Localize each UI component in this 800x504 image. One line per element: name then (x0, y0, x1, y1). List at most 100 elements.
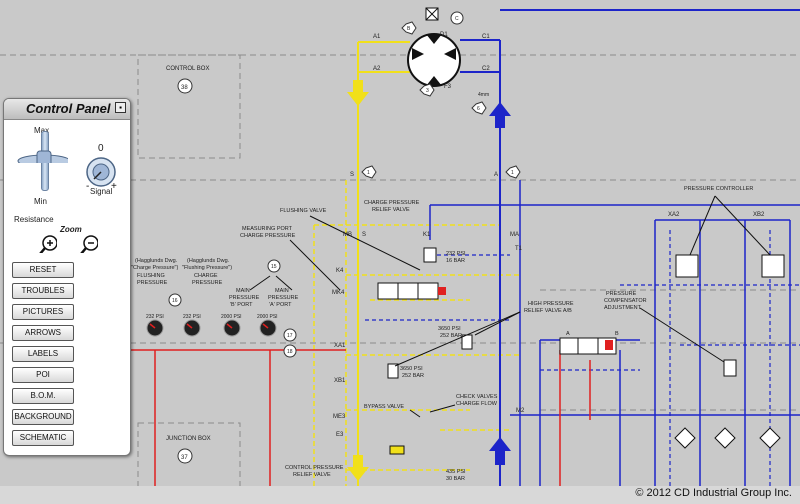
svg-text:MAIN: MAIN (236, 288, 250, 294)
svg-text:CHECK VALVES: CHECK VALVES (456, 394, 498, 400)
svg-text:252 BAR: 252 BAR (440, 333, 462, 339)
svg-text:XB1: XB1 (334, 378, 346, 384)
svg-text:2000 PSI: 2000 PSI (221, 314, 242, 320)
svg-text:C: C (455, 16, 459, 22)
charge-relief-valve-symbol (423, 247, 437, 263)
svg-text:MB: MB (343, 232, 352, 238)
svg-text:B: B (615, 331, 619, 337)
svg-text:A: A (566, 331, 570, 337)
reset-button[interactable]: RESET (12, 262, 74, 278)
directional-valve-symbol (559, 337, 617, 355)
svg-text:FLUSHING: FLUSHING (137, 273, 165, 279)
resistance-label: Resistance (14, 215, 54, 224)
flow-arrow-down (347, 80, 369, 106)
junction-box-number: 37 (181, 455, 188, 461)
svg-text:RELIEF VALVE A/B: RELIEF VALVE A/B (524, 308, 572, 314)
svg-text:S: S (350, 172, 354, 178)
max-label: Max (34, 126, 49, 135)
schematic-button[interactable]: SCHEMATIC (12, 430, 74, 446)
svg-text:M2: M2 (516, 408, 525, 414)
svg-text:A: A (494, 172, 498, 178)
svg-text:"Charge Pressure"): "Charge Pressure") (131, 265, 178, 271)
bom-button[interactable]: B.O.M. (12, 388, 74, 404)
svg-text:18: 18 (287, 349, 293, 355)
hp-relief-valve-symbol (461, 334, 473, 350)
svg-text:K1: K1 (423, 232, 431, 238)
svg-text:T1: T1 (515, 246, 523, 252)
hydraulic-motor (407, 7, 461, 87)
signal-knob[interactable]: + - (84, 155, 120, 191)
svg-text:4mm: 4mm (478, 92, 489, 98)
svg-text:6: 6 (477, 106, 480, 112)
svg-text:K4: K4 (336, 268, 344, 274)
svg-text:PRESSURE: PRESSURE (606, 291, 637, 297)
control-panel-header[interactable]: Control Panel ▪ (4, 99, 130, 120)
svg-text:CHARGE: CHARGE (194, 273, 218, 279)
control-box-label: CONTROL BOX (166, 66, 209, 72)
flow-arrow-down (347, 455, 369, 481)
svg-text:ME3: ME3 (333, 414, 346, 420)
svg-text:15: 15 (271, 264, 277, 270)
pressure-gauges (146, 319, 277, 337)
svg-text:(Hagglunds Dwg.: (Hagglunds Dwg. (135, 258, 178, 264)
svg-text:PRESSURE: PRESSURE (137, 280, 168, 286)
svg-text:PRESSURE: PRESSURE (268, 295, 299, 301)
svg-text:PRESSURE CONTROLLER: PRESSURE CONTROLLER (684, 186, 753, 192)
zoom-out-icon[interactable] (80, 235, 98, 253)
svg-text:CHARGE PRESSURE: CHARGE PRESSURE (364, 200, 420, 206)
svg-text:232 PSI: 232 PSI (183, 314, 201, 320)
svg-text:+: + (111, 181, 117, 191)
troubles-button[interactable]: TROUBLES (12, 283, 74, 299)
zoom-in-icon[interactable] (39, 235, 57, 253)
hp-relief-valve-symbol (387, 363, 399, 379)
svg-text:B: B (407, 26, 411, 32)
svg-text:-: - (86, 181, 89, 191)
svg-text:1: 1 (367, 170, 370, 176)
resistance-slider-handle[interactable] (16, 149, 68, 163)
svg-text:D1: D1 (440, 32, 448, 38)
control-panel: Control Panel ▪ Max Min 0 + - Signal Res… (3, 98, 131, 456)
flow-arrow-up (489, 437, 511, 465)
control-box-number: 38 (181, 85, 188, 91)
control-panel-title: Control Panel (26, 101, 111, 116)
pictures-button[interactable]: PICTURES (12, 304, 74, 320)
junction-box-label: JUNCTION BOX (166, 436, 211, 442)
flushing-valve-symbol (377, 282, 446, 300)
svg-text:MAIN: MAIN (275, 288, 289, 294)
minimize-icon[interactable]: ▪ (115, 102, 126, 113)
svg-text:CHARGE PRESSURE: CHARGE PRESSURE (240, 233, 296, 239)
background-button[interactable]: BACKGROUND (12, 409, 74, 425)
svg-text:BYPASS VALVE: BYPASS VALVE (364, 404, 404, 410)
copyright-text: © 2012 CD Industrial Group Inc. (635, 487, 792, 499)
svg-text:MA: MA (510, 232, 519, 238)
svg-text:ADJUSTMENT: ADJUSTMENT (604, 305, 642, 311)
labels-button[interactable]: LABELS (12, 346, 74, 362)
svg-text:'A' PORT: 'A' PORT (269, 302, 292, 308)
arrows-button[interactable]: ARROWS (12, 325, 74, 341)
svg-text:RELIEF VALVE: RELIEF VALVE (372, 207, 410, 213)
svg-text:A2: A2 (373, 66, 381, 72)
svg-text:3: 3 (426, 88, 429, 94)
svg-text:COMPENSATOR: COMPENSATOR (604, 298, 647, 304)
svg-text:3650 PSI: 3650 PSI (400, 366, 423, 372)
svg-text:XA2: XA2 (668, 212, 680, 218)
svg-text:MK4: MK4 (332, 290, 345, 296)
svg-text:435 PSI: 435 PSI (446, 469, 466, 475)
svg-text:"Flushing Pressure"): "Flushing Pressure") (182, 265, 232, 271)
svg-text:FLUSHING VALVE: FLUSHING VALVE (280, 208, 327, 214)
svg-text:XB2: XB2 (753, 212, 765, 218)
svg-text:XA1: XA1 (334, 343, 346, 349)
svg-text:(Hagglunds Dwg.: (Hagglunds Dwg. (187, 258, 230, 264)
min-label: Min (34, 197, 47, 206)
svg-text:E3: E3 (336, 432, 344, 438)
poi-button[interactable]: POI (12, 367, 74, 383)
svg-text:3650 PSI: 3650 PSI (438, 326, 461, 332)
svg-text:1: 1 (511, 170, 514, 176)
svg-text:30 BAR: 30 BAR (446, 476, 465, 482)
footer-bar: © 2012 CD Industrial Group Inc. (0, 486, 800, 504)
svg-text:HIGH PRESSURE: HIGH PRESSURE (528, 301, 574, 307)
svg-text:S: S (362, 232, 366, 238)
svg-text:232 PSI: 232 PSI (146, 314, 164, 320)
svg-text:252 BAR: 252 BAR (402, 373, 424, 379)
